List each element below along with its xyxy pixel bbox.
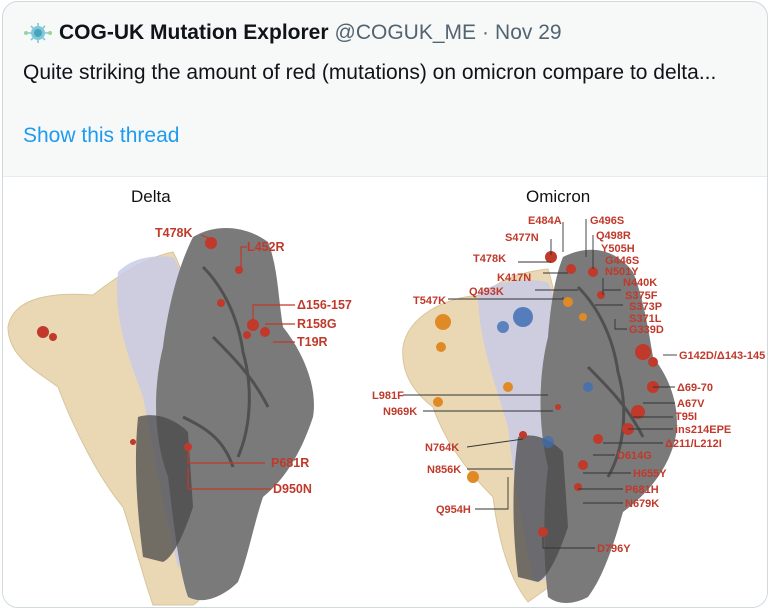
delta-label-3: Δ156-157 <box>297 298 352 312</box>
omicron-label-8: N501Y <box>605 266 639 278</box>
omicron-label-5: Y505H <box>601 243 635 255</box>
delta-label-5: T19R <box>297 335 328 349</box>
omicron-label-1: E484A <box>528 215 562 227</box>
delta-label-6: P681R <box>271 456 309 470</box>
delta-label-4: R158G <box>297 317 337 331</box>
delta-title: Delta <box>131 187 171 206</box>
omicron-label-25: Δ211/L212I <box>665 438 722 450</box>
omicron-label-4: S477N <box>505 232 539 244</box>
tweet-text: Quite striking the amount of red (mutati… <box>23 61 717 84</box>
omicron-label-12: S375F <box>625 290 658 302</box>
omicron-label-29: P681H <box>625 484 659 496</box>
omicron-label-27: N856K <box>427 464 461 476</box>
omicron-label-18: L981F <box>372 390 404 402</box>
omicron-label-14: S373P <box>629 301 662 313</box>
omicron-label-20: A67V <box>677 398 705 410</box>
omicron-label-30: N679K <box>625 498 659 510</box>
omicron-label-17: G142D/Δ143-145 <box>679 350 765 362</box>
delta-label-2: L452R <box>247 240 285 254</box>
omicron-label-22: T95I <box>675 411 697 423</box>
delta-label-1: T478K <box>155 226 193 240</box>
omicron-label-15: S371L <box>629 313 662 325</box>
omicron-label-9: K417N <box>497 272 531 284</box>
omicron-label-28: H655Y <box>633 468 667 480</box>
omicron-label-21: N969K <box>383 406 417 418</box>
tweet-header: COG-UK Mutation Explorer @COGUK_ME · Nov… <box>23 20 562 46</box>
omicron-label-11: Q493K <box>469 286 504 298</box>
omicron-protein-structure: E484A G496S Q498R S477N Y505H G446S T478… <box>372 215 765 603</box>
omicron-label-24: N764K <box>425 442 459 454</box>
show-thread-link[interactable]: Show this thread <box>23 124 180 147</box>
spike-protein-figure: T478K L452R Δ156-157 R158G T19R P681R D9… <box>7 215 765 606</box>
delta-label-7: D950N <box>273 482 312 496</box>
omicron-label-19: Δ69-70 <box>677 382 713 394</box>
author-handle[interactable]: @COGUK_ME <box>334 21 477 44</box>
delta-protein-structure: T478K L452R Δ156-157 R158G T19R P681R D9… <box>7 226 352 606</box>
virus-logo-icon[interactable] <box>23 22 53 44</box>
omicron-label-31: Q954H <box>436 504 471 516</box>
omicron-label-3: Q498R <box>596 230 631 242</box>
omicron-title: Omicron <box>526 187 591 206</box>
omicron-label-23: ins214EPE <box>675 424 731 436</box>
omicron-label-26: D614G <box>617 450 652 462</box>
omicron-label-32: D796Y <box>597 543 631 555</box>
omicron-label-7: T478K <box>473 253 506 265</box>
omicron-label-13: T547K <box>413 295 446 307</box>
omicron-label-6: G446S <box>605 255 639 267</box>
omicron-label-10: N440K <box>623 277 657 289</box>
tweet-media-image[interactable]: Delta Omicron <box>3 176 767 607</box>
omicron-label-16: G339D <box>629 324 664 336</box>
author-name[interactable]: COG-UK Mutation Explorer <box>59 21 329 44</box>
omicron-label-2: G496S <box>590 215 624 227</box>
tweet-date[interactable]: Nov 29 <box>495 21 562 44</box>
header-separator: · <box>482 21 490 44</box>
